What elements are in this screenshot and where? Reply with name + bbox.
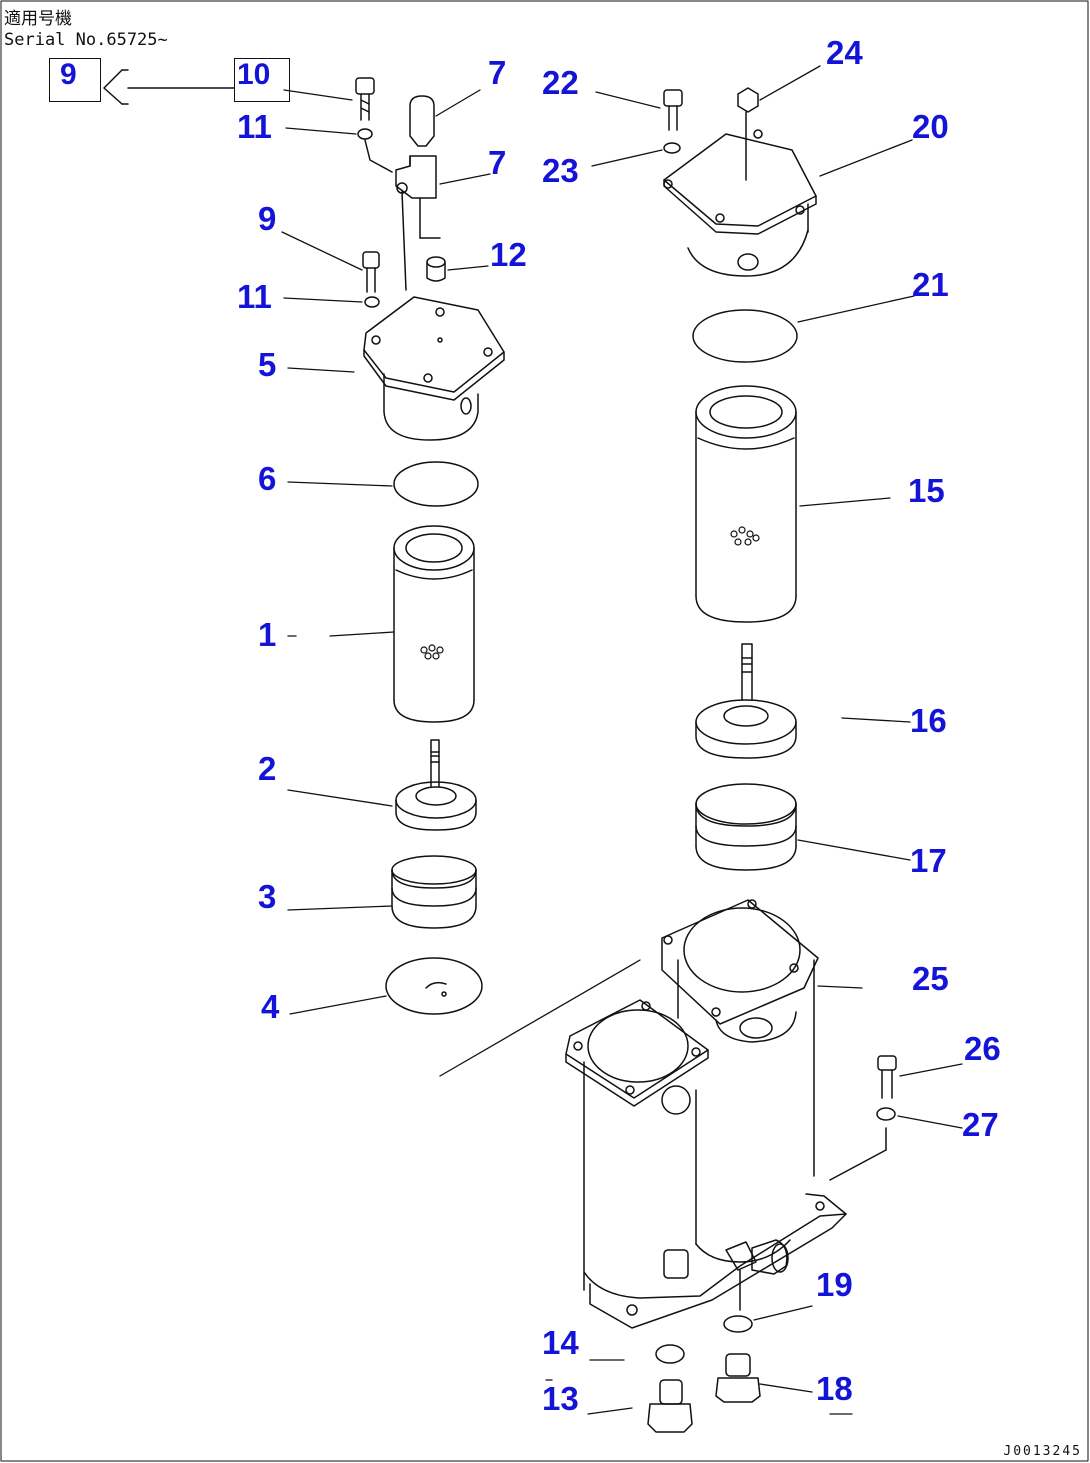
callout-7: 7 [488,144,507,181]
spring-17-shape [695,783,797,871]
callout-13: 13 [542,1380,579,1417]
relief-valve-2-shape [395,739,477,831]
callout-2: 2 [258,750,277,787]
callout-9: 9 [258,200,277,237]
filter-cover-5-shape [363,296,505,441]
bolt-10-shape [355,77,375,121]
callout-5: 5 [258,346,277,383]
washer-23-shape [663,142,681,154]
plug-12-shape [426,256,446,282]
callout-1: 1 [258,616,277,653]
callout-24: 24 [826,34,863,71]
o-ring-6-shape [393,461,479,507]
callout-11-upper: 11 [237,108,272,145]
reference-arrow [103,69,235,105]
bolt-26-shape [877,1055,897,1099]
callout-11-lower: 11 [237,278,272,315]
filter-housing-25-shape [565,899,887,1329]
callout-8: 7 [488,54,507,91]
reference-box-target-label: 9 [60,58,77,91]
leader-lines [281,65,963,1415]
callout-25: 25 [912,960,949,997]
callout-12: 12 [490,236,527,273]
filter-element-15-shape [695,385,797,623]
washer-11-lower-shape [364,296,380,308]
bolt-9-shape [362,251,380,293]
o-ring-14-shape [655,1344,685,1364]
washer-27-shape [876,1107,896,1121]
reference-box-target [49,58,101,102]
callout-3: 3 [258,878,277,915]
seat-4-shape [385,957,483,1015]
callout-17: 17 [910,842,947,879]
washer-11-top-shape [357,128,373,140]
o-ring-19-shape [723,1315,753,1333]
air-bleed-24-shape [737,87,759,181]
serial-number-line: Serial No.65725~ [4,30,168,50]
reference-box-source-label: 10 [237,58,271,91]
callout-15: 15 [908,472,945,509]
reference-box-source [234,58,290,102]
callout-21: 21 [912,266,949,303]
callout-23: 23 [542,152,579,189]
applicable-serial-heading: 適用号機 [4,9,72,29]
callout-19: 19 [816,1266,853,1303]
callout-14: 14 [542,1324,579,1361]
callout-6: 6 [258,460,277,497]
callout-27: 27 [962,1106,999,1143]
pressure-switch-8-shape [409,95,435,147]
drawing-code: J0013245 [1003,1444,1082,1459]
callout-26: 26 [964,1030,1001,1067]
o-ring-21-shape [692,309,798,363]
callout-16: 16 [910,702,947,739]
callout-4: 4 [261,988,280,1025]
filter-cover-20-shape [663,129,817,277]
callout-18: 18 [816,1370,853,1407]
callout-20: 20 [912,108,949,145]
relief-valve-16-shape [695,643,797,759]
bolt-22-shape [663,89,683,131]
filter-element-1-shape [393,525,475,723]
bracket-7-shape [364,139,441,291]
spring-3-shape [391,855,477,929]
drain-plug-18-shape [715,1353,761,1403]
drain-plug-13-shape [647,1379,693,1433]
callout-22: 22 [542,64,579,101]
